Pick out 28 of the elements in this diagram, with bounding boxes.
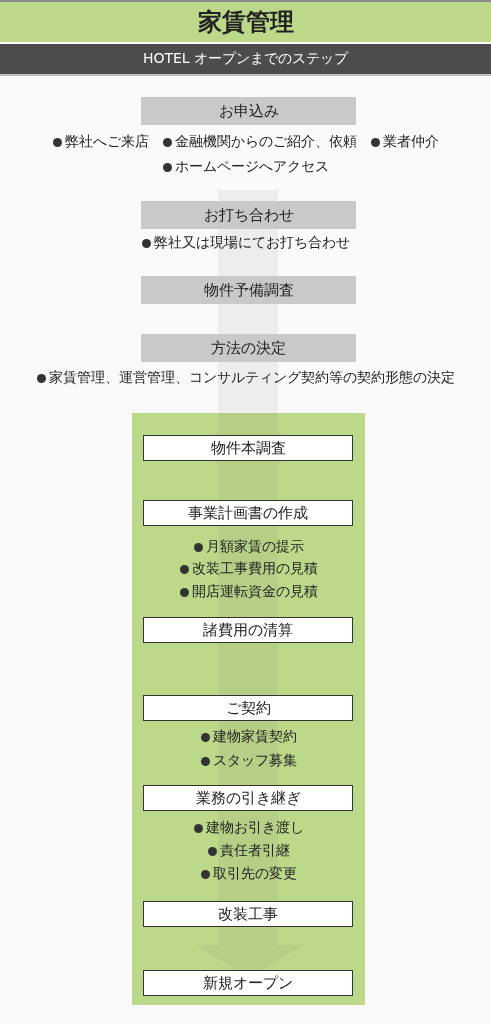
step-box: 諸費用の清算	[143, 617, 353, 643]
step-panel	[132, 413, 365, 1005]
bullet-text: 弊社へご来店	[64, 133, 149, 151]
bullet-text: 責任者引継	[219, 842, 290, 860]
subtitle-band: HOTEL オープンまでのステップ	[0, 44, 491, 76]
step-box: 物件本調査	[143, 435, 353, 461]
bullet-text: ホームページへアクセス	[174, 158, 329, 176]
bullet-text: 改装工事費用の見積	[191, 560, 318, 578]
step-box: 新規オープン	[143, 970, 353, 996]
step-box: お打ち合わせ	[141, 201, 356, 229]
step-box: 物件予備調査	[141, 276, 356, 304]
bullet-text: 業者仲介	[382, 133, 439, 151]
bullet-text: 建物家賃契約	[212, 728, 297, 746]
bullet-text: 開店運転資金の見積	[191, 583, 318, 601]
bullet-text: 弊社又は現場にてお打ち合わせ	[153, 234, 350, 252]
step-box: ご契約	[143, 695, 353, 721]
step-box: 事業計画書の作成	[143, 500, 353, 526]
step-box: 方法の決定	[141, 334, 356, 362]
bullet-text: 建物お引き渡し	[205, 819, 304, 837]
step-box: 改装工事	[143, 901, 353, 927]
bullet-text: 月額家賃の提示	[205, 538, 304, 556]
bullet-text: 金融機関からのご紹介、依頼	[174, 133, 357, 151]
bullet-text: 取引先の変更	[212, 865, 297, 883]
bullet-text: 家賃管理、運営管理、コンサルティング契約等の契約形態の決定	[48, 369, 455, 387]
title-banner: 家賃管理	[0, 0, 491, 42]
step-box: お申込み	[141, 97, 356, 125]
step-box: 業務の引き継ぎ	[143, 785, 353, 811]
bullet-text: スタッフ募集	[212, 752, 297, 770]
